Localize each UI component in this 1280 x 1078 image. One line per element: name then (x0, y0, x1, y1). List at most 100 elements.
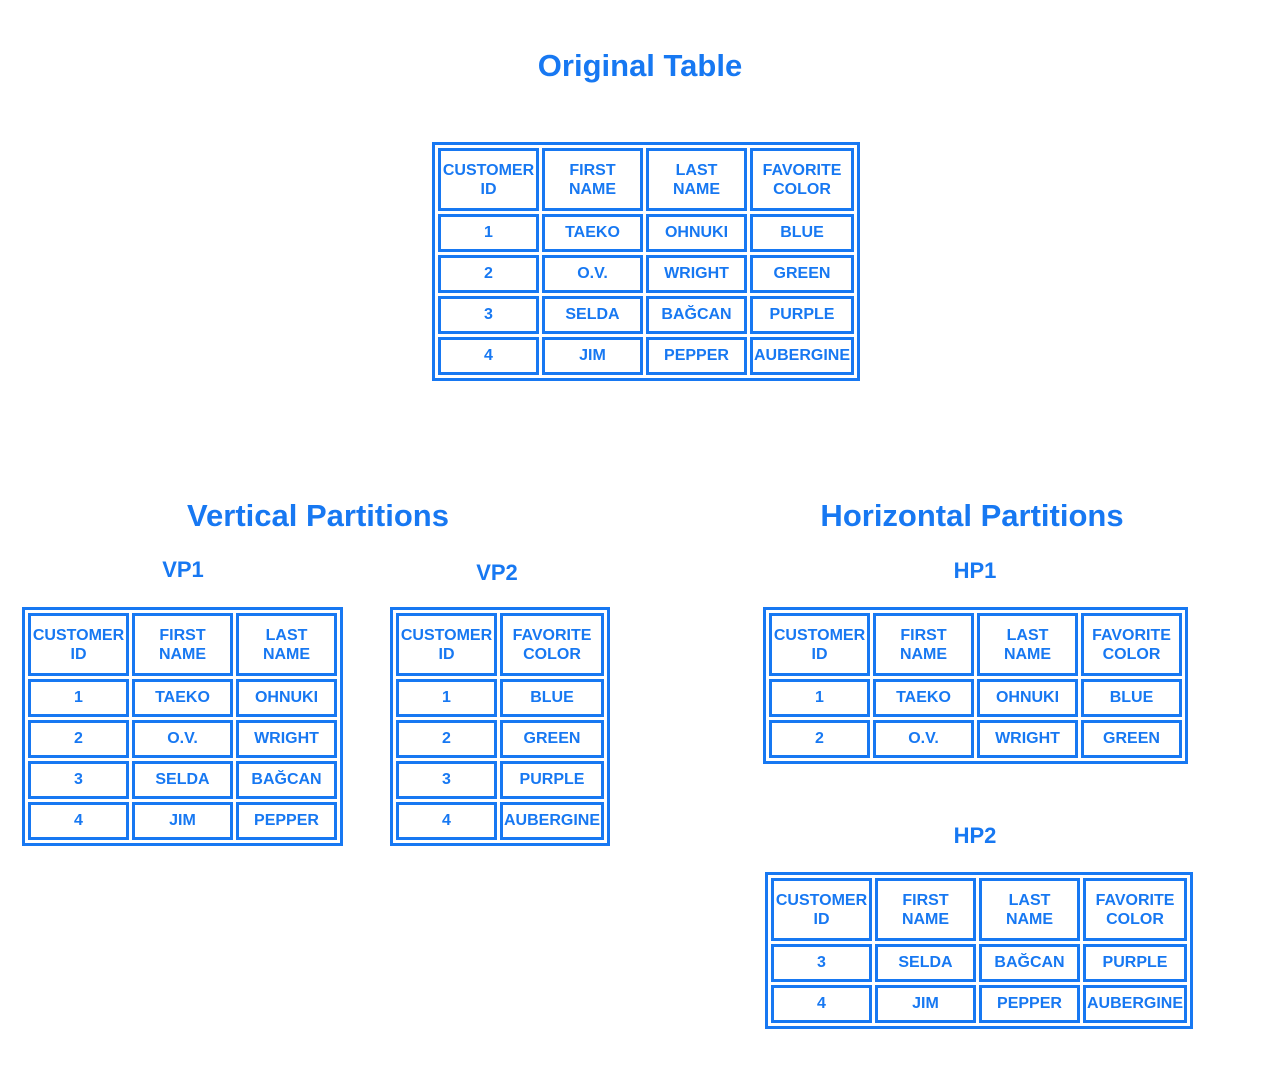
column-header-cell: CUSTOMER ID (771, 878, 872, 941)
data-cell: OHNUKI (236, 679, 337, 717)
table-header-row: CUSTOMER ID FIRST NAME LAST NAME FAVORIT… (771, 878, 1188, 941)
data-cell: SELDA (132, 761, 233, 799)
data-cell: WRIGHT (977, 720, 1078, 758)
data-cell: 2 (438, 255, 539, 293)
column-header-cell: LAST NAME (977, 613, 1078, 676)
hp1-table: CUSTOMER ID FIRST NAME LAST NAME FAVORIT… (763, 607, 1188, 764)
data-cell: 1 (396, 679, 497, 717)
table-row: 1 BLUE (396, 679, 605, 717)
vertical-partitions-title: Vertical Partitions (187, 498, 449, 533)
horizontal-partitions-title: Horizontal Partitions (820, 498, 1124, 533)
data-cell: JIM (875, 985, 976, 1023)
vp2-label: VP2 (476, 560, 518, 585)
table-row: 2 O.V. WRIGHT GREEN (769, 720, 1182, 758)
data-cell: 3 (28, 761, 129, 799)
data-cell: PEPPER (236, 802, 337, 840)
table-row: 4 JIM PEPPER (28, 802, 337, 840)
data-cell: TAEKO (873, 679, 974, 717)
column-header-cell: LAST NAME (646, 148, 747, 211)
hp1-label: HP1 (953, 558, 997, 583)
data-cell: O.V. (873, 720, 974, 758)
data-cell: JIM (542, 337, 643, 375)
table-row: 3 PURPLE (396, 761, 605, 799)
data-cell: AUBERGINE (750, 337, 855, 375)
column-header-cell: LAST NAME (236, 613, 337, 676)
data-cell: AUBERGINE (1083, 985, 1188, 1023)
table-header-row: CUSTOMER ID FIRST NAME LAST NAME (28, 613, 337, 676)
table-row: 4 JIM PEPPER AUBERGINE (438, 337, 855, 375)
data-cell: JIM (132, 802, 233, 840)
data-cell: BAĞCAN (236, 761, 337, 799)
data-cell: 1 (769, 679, 870, 717)
data-cell: 4 (771, 985, 872, 1023)
hp2-label: HP2 (953, 823, 997, 848)
data-cell: GREEN (500, 720, 605, 758)
data-cell: PURPLE (500, 761, 605, 799)
column-header-cell: FAVORITE COLOR (1083, 878, 1188, 941)
data-cell: AUBERGINE (500, 802, 605, 840)
column-header-cell: CUSTOMER ID (396, 613, 497, 676)
data-cell: 3 (438, 296, 539, 334)
data-cell: PURPLE (750, 296, 855, 334)
column-header-cell: FIRST NAME (132, 613, 233, 676)
column-header-cell: FIRST NAME (873, 613, 974, 676)
column-header-cell: FIRST NAME (542, 148, 643, 211)
data-cell: 4 (28, 802, 129, 840)
table-row: 4 JIM PEPPER AUBERGINE (771, 985, 1188, 1023)
column-header-cell: FAVORITE COLOR (1081, 613, 1182, 676)
data-cell: WRIGHT (646, 255, 747, 293)
table-row: 3 SELDA BAĞCAN PURPLE (438, 296, 855, 334)
data-cell: 4 (438, 337, 539, 375)
table-row: 3 SELDA BAĞCAN PURPLE (771, 944, 1188, 982)
data-cell: OHNUKI (977, 679, 1078, 717)
data-cell: OHNUKI (646, 214, 747, 252)
data-cell: 2 (769, 720, 870, 758)
data-cell: 1 (28, 679, 129, 717)
table-row: 2 O.V. WRIGHT GREEN (438, 255, 855, 293)
data-cell: BAĞCAN (979, 944, 1080, 982)
data-cell: PURPLE (1083, 944, 1188, 982)
data-cell: TAEKO (542, 214, 643, 252)
vp2-table: CUSTOMER ID FAVORITE COLOR 1 BLUE 2 GREE… (390, 607, 611, 846)
data-cell: 4 (396, 802, 497, 840)
data-cell: PEPPER (646, 337, 747, 375)
table-row: 2 GREEN (396, 720, 605, 758)
data-cell: GREEN (1081, 720, 1182, 758)
column-header-cell: CUSTOMER ID (769, 613, 870, 676)
table-row: 1 TAEKO OHNUKI BLUE (438, 214, 855, 252)
table-row: 4 AUBERGINE (396, 802, 605, 840)
original-table: CUSTOMER ID FIRST NAME LAST NAME FAVORIT… (432, 142, 861, 381)
data-cell: SELDA (875, 944, 976, 982)
data-cell: 1 (438, 214, 539, 252)
data-cell: 3 (771, 944, 872, 982)
table-row: 1 TAEKO OHNUKI BLUE (769, 679, 1182, 717)
table-header-row: CUSTOMER ID FIRST NAME LAST NAME FAVORIT… (769, 613, 1182, 676)
column-header-cell: CUSTOMER ID (28, 613, 129, 676)
column-header-cell: FIRST NAME (875, 878, 976, 941)
data-cell: BAĞCAN (646, 296, 747, 334)
table-row: 3 SELDA BAĞCAN (28, 761, 337, 799)
data-cell: BLUE (1081, 679, 1182, 717)
data-cell: 2 (28, 720, 129, 758)
data-cell: 3 (396, 761, 497, 799)
data-cell: 2 (396, 720, 497, 758)
data-cell: WRIGHT (236, 720, 337, 758)
data-cell: PEPPER (979, 985, 1080, 1023)
column-header-cell: FAVORITE COLOR (500, 613, 605, 676)
data-cell: SELDA (542, 296, 643, 334)
data-cell: TAEKO (132, 679, 233, 717)
data-cell: BLUE (500, 679, 605, 717)
table-row: 2 O.V. WRIGHT (28, 720, 337, 758)
table-header-row: CUSTOMER ID FIRST NAME LAST NAME FAVORIT… (438, 148, 855, 211)
vp1-label: VP1 (162, 557, 204, 582)
data-cell: GREEN (750, 255, 855, 293)
column-header-cell: FAVORITE COLOR (750, 148, 855, 211)
original-table-title: Original Table (537, 48, 743, 83)
vp1-table: CUSTOMER ID FIRST NAME LAST NAME 1 TAEKO… (22, 607, 343, 846)
table-header-row: CUSTOMER ID FAVORITE COLOR (396, 613, 605, 676)
hp2-table: CUSTOMER ID FIRST NAME LAST NAME FAVORIT… (765, 872, 1194, 1029)
column-header-cell: CUSTOMER ID (438, 148, 539, 211)
table-row: 1 TAEKO OHNUKI (28, 679, 337, 717)
data-cell: O.V. (132, 720, 233, 758)
